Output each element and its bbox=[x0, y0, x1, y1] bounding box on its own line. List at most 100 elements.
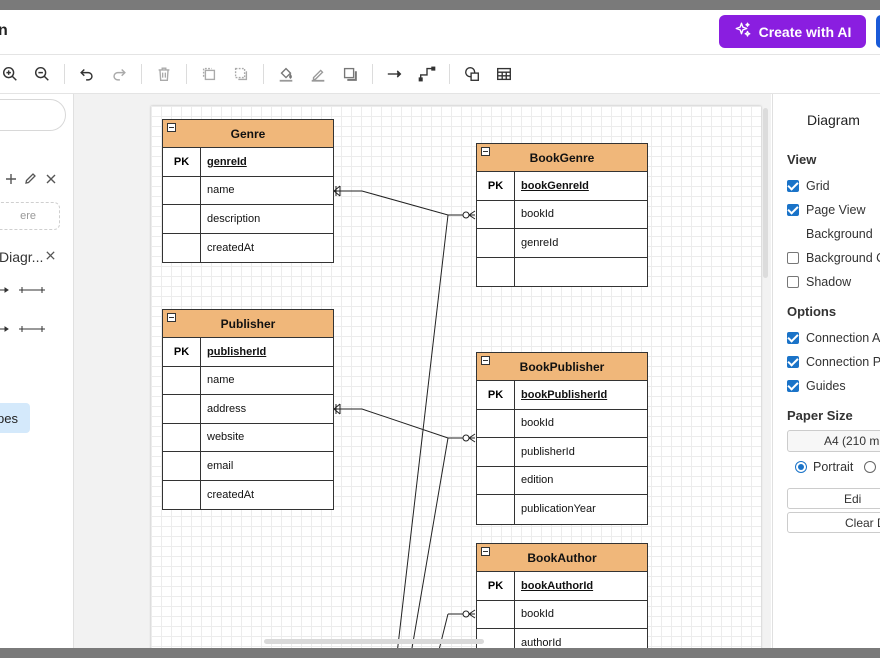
more-shapes-button[interactable]: pes bbox=[0, 403, 30, 433]
entity-header[interactable]: BookAuthor bbox=[477, 544, 647, 572]
table-row[interactable] bbox=[477, 258, 647, 287]
portrait-option[interactable]: Portrait bbox=[795, 459, 853, 475]
table-row[interactable]: bookId bbox=[477, 410, 647, 439]
zoom-in-icon[interactable] bbox=[0, 64, 20, 84]
table-row[interactable]: PKbookPublisherId bbox=[477, 381, 647, 410]
collapse-icon[interactable] bbox=[481, 356, 490, 365]
app-window: n Create with AI bbox=[0, 10, 880, 648]
shadow-checkbox[interactable] bbox=[787, 276, 799, 288]
share-button[interactable] bbox=[876, 15, 880, 48]
table-row[interactable]: bookId bbox=[477, 601, 647, 630]
background-label[interactable]: Background bbox=[806, 226, 873, 242]
table-row[interactable]: publisherId bbox=[477, 438, 647, 467]
library-close-icon[interactable] bbox=[45, 248, 56, 265]
paper-size-select[interactable]: A4 (210 mm bbox=[787, 430, 880, 452]
zoom-out-icon[interactable] bbox=[32, 64, 52, 84]
entity-bookauthor[interactable]: BookAuthorPKbookAuthorIdbookIdauthorId bbox=[476, 543, 648, 648]
table-row[interactable]: name bbox=[163, 367, 333, 396]
to-front-icon[interactable] bbox=[199, 64, 219, 84]
guides-checkbox[interactable] bbox=[787, 380, 799, 392]
entity-header[interactable]: Genre bbox=[163, 120, 333, 148]
table-row[interactable]: PKpublisherId bbox=[163, 338, 333, 367]
table-row[interactable]: createdAt bbox=[163, 481, 333, 510]
delete-icon[interactable] bbox=[154, 64, 174, 84]
undo-icon[interactable] bbox=[77, 64, 97, 84]
table-row[interactable]: PKbookGenreId bbox=[477, 172, 647, 201]
connection-arrow-icon[interactable] bbox=[385, 64, 405, 84]
library-title[interactable]: Diagr... bbox=[0, 249, 43, 265]
table-row[interactable]: description bbox=[163, 205, 333, 234]
table-row[interactable]: website bbox=[163, 424, 333, 453]
entity-header[interactable]: BookPublisher bbox=[477, 353, 647, 381]
edit-button[interactable]: Edi bbox=[787, 488, 880, 509]
edge-shape-previews[interactable] bbox=[0, 280, 73, 340]
connection-points-checkbox[interactable] bbox=[787, 356, 799, 368]
fill-color-icon[interactable] bbox=[276, 64, 296, 84]
diagram-canvas[interactable]: GenrePKgenreIdnamedescriptioncreatedAt P… bbox=[74, 94, 771, 648]
key-cell: PK bbox=[477, 172, 515, 200]
table-icon[interactable] bbox=[494, 64, 514, 84]
add-icon[interactable] bbox=[5, 172, 17, 190]
guides-option[interactable]: Guides bbox=[787, 378, 846, 394]
collapse-icon[interactable] bbox=[167, 123, 176, 132]
table-row[interactable]: email bbox=[163, 452, 333, 481]
entity-genre[interactable]: GenrePKgenreIdnamedescriptioncreatedAt bbox=[162, 119, 334, 263]
background-color-option[interactable]: Background C bbox=[787, 250, 880, 266]
field-cell: genreId bbox=[201, 148, 333, 176]
landscape-option[interactable] bbox=[864, 459, 876, 475]
clear-default-style-button[interactable]: Clear D bbox=[787, 512, 880, 533]
table-row[interactable]: PKbookAuthorId bbox=[477, 572, 647, 601]
field-cell: publisherId bbox=[201, 338, 333, 366]
entity-publisher[interactable]: PublisherPKpublisherIdnameaddresswebsite… bbox=[162, 309, 334, 510]
shapes-icon[interactable] bbox=[462, 64, 482, 84]
table-row[interactable]: address bbox=[163, 395, 333, 424]
collapse-icon[interactable] bbox=[481, 147, 490, 156]
entity-name: Genre bbox=[231, 127, 266, 141]
table-row[interactable]: createdAt bbox=[163, 234, 333, 263]
create-with-ai-button[interactable]: Create with AI bbox=[719, 15, 866, 48]
to-back-icon[interactable] bbox=[231, 64, 251, 84]
redo-icon[interactable] bbox=[109, 64, 129, 84]
horizontal-scrollbar[interactable] bbox=[264, 639, 484, 644]
grid-option[interactable]: Grid bbox=[787, 178, 830, 194]
shadow-option[interactable]: Shadow bbox=[787, 274, 851, 290]
table-row[interactable]: authorId bbox=[477, 629, 647, 648]
field-cell: bookGenreId bbox=[515, 172, 647, 200]
table-row[interactable]: name bbox=[163, 177, 333, 206]
table-row[interactable]: publicationYear bbox=[477, 495, 647, 524]
connection-arrows-option[interactable]: Connection Ar bbox=[787, 330, 880, 346]
table-row[interactable]: genreId bbox=[477, 229, 647, 258]
app-title: n bbox=[0, 22, 8, 40]
pencil-icon[interactable] bbox=[24, 172, 37, 190]
shadow-icon[interactable] bbox=[340, 64, 360, 84]
line-color-icon[interactable] bbox=[308, 64, 328, 84]
entity-header[interactable]: BookGenre bbox=[477, 144, 647, 172]
page-view-option[interactable]: Page View bbox=[787, 202, 866, 218]
key-cell bbox=[477, 410, 515, 438]
scratchpad-drop-area[interactable]: ere bbox=[0, 202, 60, 230]
grid-checkbox[interactable] bbox=[787, 180, 799, 192]
search-shapes-input[interactable] bbox=[0, 99, 66, 131]
waypoints-icon[interactable] bbox=[417, 64, 437, 84]
portrait-radio[interactable] bbox=[795, 461, 807, 473]
key-cell bbox=[163, 395, 201, 423]
close-icon[interactable] bbox=[45, 172, 57, 190]
table-row[interactable]: bookId bbox=[477, 201, 647, 230]
connection-arrows-checkbox[interactable] bbox=[787, 332, 799, 344]
entity-name: BookPublisher bbox=[520, 360, 605, 374]
entity-bookpublisher[interactable]: BookPublisherPKbookPublisherIdbookIdpubl… bbox=[476, 352, 648, 525]
key-cell bbox=[477, 258, 515, 287]
table-row[interactable]: edition bbox=[477, 467, 647, 496]
page-view-checkbox[interactable] bbox=[787, 204, 799, 216]
key-cell bbox=[477, 467, 515, 495]
entity-bookgenre[interactable]: BookGenrePKbookGenreIdbookIdgenreId bbox=[476, 143, 648, 287]
table-row[interactable]: PKgenreId bbox=[163, 148, 333, 177]
field-cell: email bbox=[201, 452, 333, 480]
vertical-scrollbar[interactable] bbox=[763, 108, 768, 278]
background-color-checkbox[interactable] bbox=[787, 252, 799, 264]
entity-header[interactable]: Publisher bbox=[163, 310, 333, 338]
connection-points-option[interactable]: Connection Po bbox=[787, 354, 880, 370]
landscape-radio[interactable] bbox=[864, 461, 876, 473]
collapse-icon[interactable] bbox=[167, 313, 176, 322]
collapse-icon[interactable] bbox=[481, 547, 490, 556]
